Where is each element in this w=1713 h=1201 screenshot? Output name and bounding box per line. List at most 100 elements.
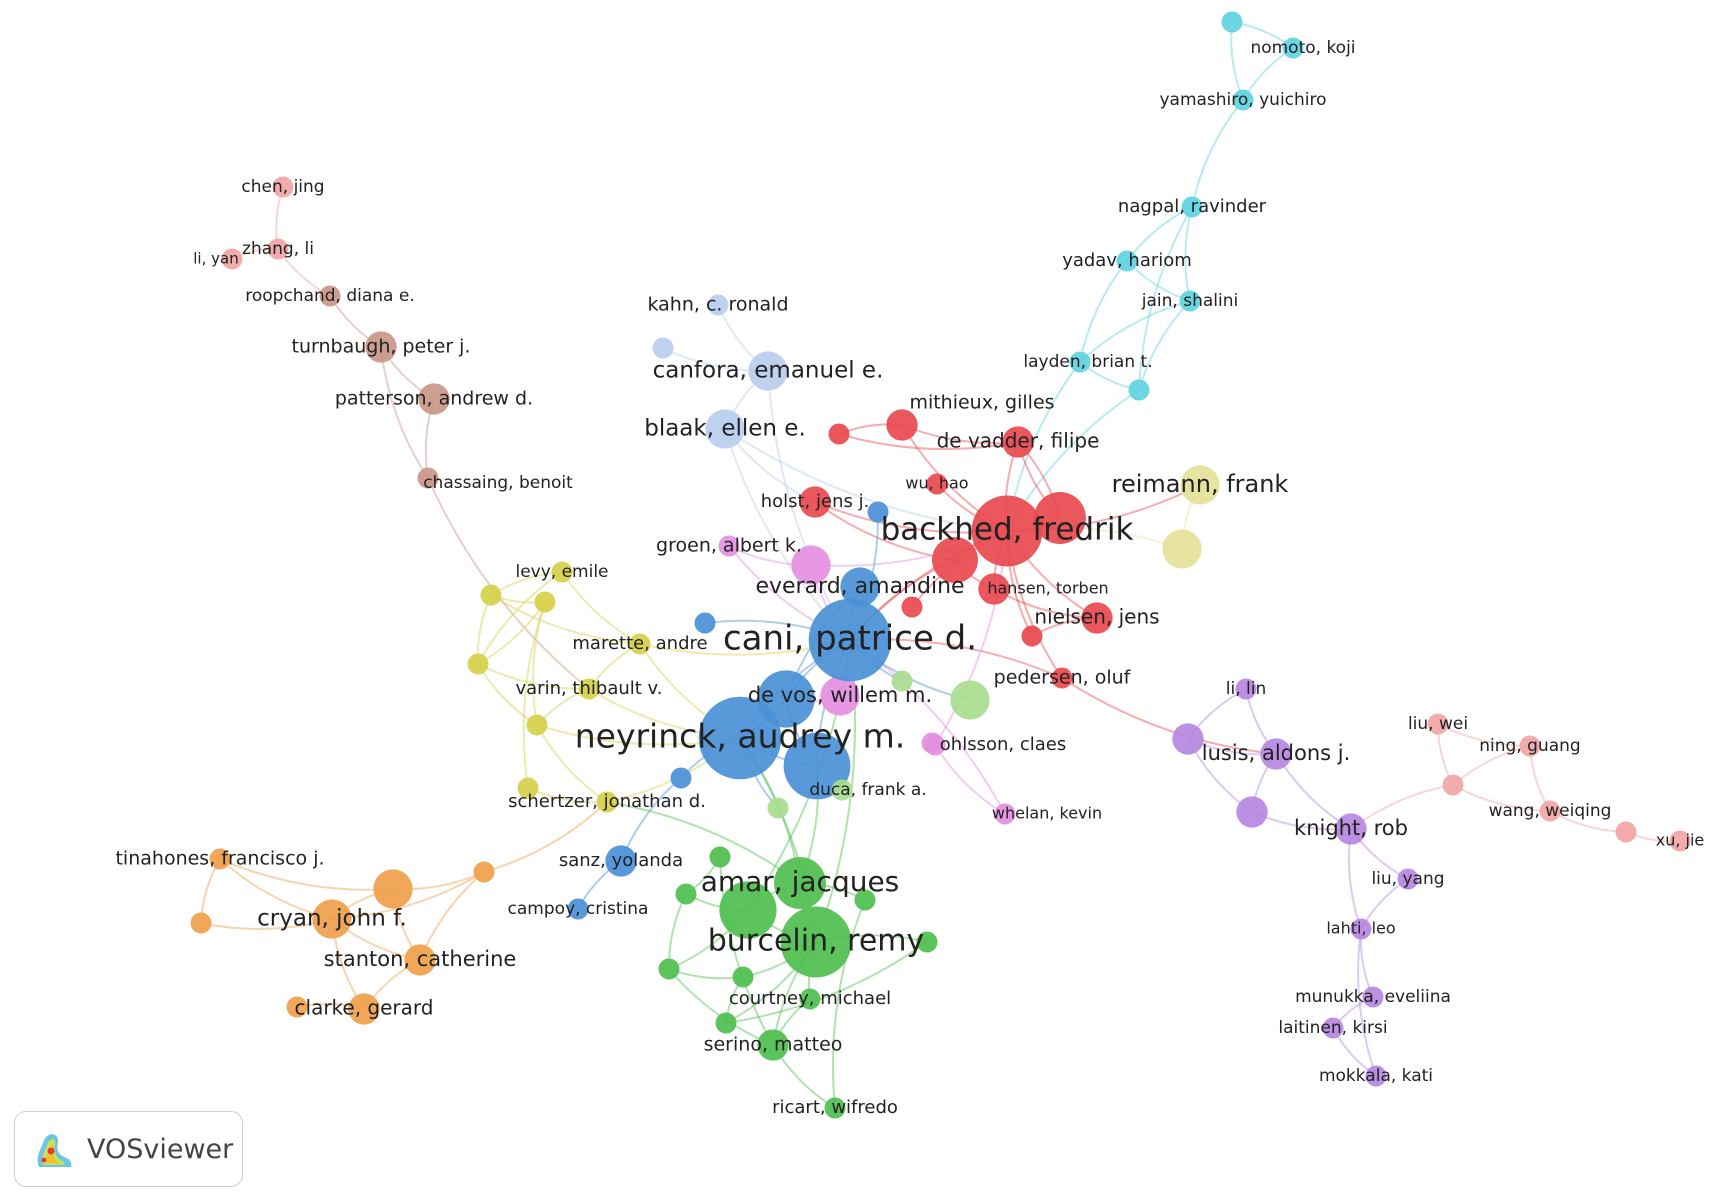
node-lg_node1[interactable] <box>950 680 990 720</box>
node-green_big1[interactable] <box>719 881 777 939</box>
node-stanton[interactable] <box>404 944 436 976</box>
node-serino[interactable] <box>757 1029 789 1061</box>
node-g5[interactable] <box>854 889 876 911</box>
node-chen[interactable] <box>272 176 294 198</box>
node-salmon_r[interactable] <box>1615 821 1637 843</box>
node-burcelin[interactable] <box>780 906 852 978</box>
node-y5[interactable] <box>517 777 539 799</box>
node-knight[interactable] <box>1335 813 1367 845</box>
node-nomoto[interactable] <box>1282 37 1304 59</box>
node-cani[interactable] <box>808 598 892 682</box>
node-orange_r[interactable] <box>473 861 495 883</box>
node-mithieux[interactable] <box>886 409 918 441</box>
node-red_small1[interactable] <box>828 423 850 445</box>
node-wangweiqing[interactable] <box>1539 800 1561 822</box>
node-neyrinck[interactable] <box>698 696 782 780</box>
node-py_node[interactable] <box>1162 529 1202 569</box>
node-layden[interactable] <box>1069 351 1091 373</box>
node-wuhao[interactable] <box>926 473 948 495</box>
node-schertzer[interactable] <box>596 791 618 813</box>
node-lahti[interactable] <box>1350 918 1372 940</box>
node-ricart[interactable] <box>824 1097 846 1119</box>
node-duca[interactable] <box>831 779 853 801</box>
node-blue_duca[interactable] <box>783 732 851 800</box>
node-blaak[interactable] <box>705 409 745 449</box>
node-blue_small2[interactable] <box>694 612 716 634</box>
node-lg_node3[interactable] <box>767 797 789 819</box>
node-liyan[interactable] <box>221 248 243 270</box>
node-whelan[interactable] <box>994 803 1016 825</box>
node-clarke[interactable] <box>348 993 380 1025</box>
node-jain[interactable] <box>1179 290 1201 312</box>
node-red_small2[interactable] <box>901 596 923 618</box>
node-orange_tiny[interactable] <box>286 996 308 1018</box>
node-groen[interactable] <box>718 535 740 557</box>
node-patterson[interactable] <box>418 383 450 415</box>
node-everard[interactable] <box>840 567 880 607</box>
node-g3[interactable] <box>732 966 754 988</box>
node-g7[interactable] <box>916 931 938 953</box>
node-ningguang[interactable] <box>1519 735 1541 757</box>
node-purple_b[interactable] <box>1236 796 1268 828</box>
node-courtney[interactable] <box>799 988 821 1010</box>
node-cryan[interactable] <box>312 899 352 939</box>
node-g1[interactable] <box>675 883 697 905</box>
node-devadder[interactable] <box>1002 426 1034 458</box>
node-lilin[interactable] <box>1235 678 1257 700</box>
node-zhang[interactable] <box>267 238 289 260</box>
node-hansen[interactable] <box>978 573 1010 605</box>
node-yadav[interactable] <box>1116 250 1138 272</box>
node-g2[interactable] <box>658 958 680 980</box>
node-munukka[interactable] <box>1362 986 1384 1008</box>
node-cy_top[interactable] <box>1221 11 1243 33</box>
node-purple_l[interactable] <box>1172 723 1204 755</box>
node-chassaing[interactable] <box>417 467 439 489</box>
link-g6-serino <box>719 856 774 1046</box>
node-pedersen[interactable] <box>1051 667 1073 689</box>
node-tinahones[interactable] <box>209 848 231 870</box>
node-roopchand[interactable] <box>319 285 341 307</box>
node-blue_small3[interactable] <box>670 767 692 789</box>
node-mokkala[interactable] <box>1365 1065 1387 1087</box>
vosviewer-badge[interactable]: VOSviewer <box>14 1111 243 1187</box>
node-orange_big[interactable] <box>373 869 413 909</box>
node-lb_small[interactable] <box>652 337 674 359</box>
node-amar[interactable] <box>774 857 826 909</box>
node-g6[interactable] <box>709 846 731 868</box>
node-campoy[interactable] <box>567 898 589 920</box>
node-nielsen[interactable] <box>1081 602 1113 634</box>
node-xujie[interactable] <box>1669 830 1691 852</box>
node-liuyang[interactable] <box>1397 868 1419 890</box>
node-salmon_mid[interactable] <box>1442 774 1464 796</box>
node-nagpal[interactable] <box>1181 196 1203 218</box>
node-y1[interactable] <box>480 584 502 606</box>
node-cy_low[interactable] <box>1128 379 1150 401</box>
node-g4[interactable] <box>715 1012 737 1034</box>
node-holst[interactable] <box>799 486 831 518</box>
node-red_big2[interactable] <box>1034 492 1086 544</box>
node-liuwei[interactable] <box>1427 713 1449 735</box>
node-red_mid1[interactable] <box>932 537 978 583</box>
node-backhed[interactable] <box>971 495 1043 567</box>
node-blue_small1[interactable] <box>867 501 889 523</box>
node-laitinen[interactable] <box>1322 1017 1344 1039</box>
node-y2[interactable] <box>467 653 489 675</box>
node-canfora[interactable] <box>748 351 788 391</box>
node-marette[interactable] <box>629 633 651 655</box>
node-reimann[interactable] <box>1180 465 1220 505</box>
node-yamashiro[interactable] <box>1232 89 1254 111</box>
node-y4[interactable] <box>526 714 548 736</box>
node-kahn[interactable] <box>707 294 729 316</box>
node-ohlsson[interactable] <box>924 734 946 756</box>
node-devos[interactable] <box>820 676 860 716</box>
node-orange_l[interactable] <box>190 912 212 934</box>
node-varin[interactable] <box>578 678 600 700</box>
node-y3[interactable] <box>534 591 556 613</box>
node-pink_mid[interactable] <box>791 545 831 585</box>
node-sanz[interactable] <box>605 845 637 877</box>
node-lusis[interactable] <box>1260 738 1292 770</box>
node-red_small3[interactable] <box>1021 625 1043 647</box>
node-levy[interactable] <box>551 561 573 583</box>
node-turnbaugh[interactable] <box>365 331 397 363</box>
node-lg_node2[interactable] <box>891 670 913 692</box>
